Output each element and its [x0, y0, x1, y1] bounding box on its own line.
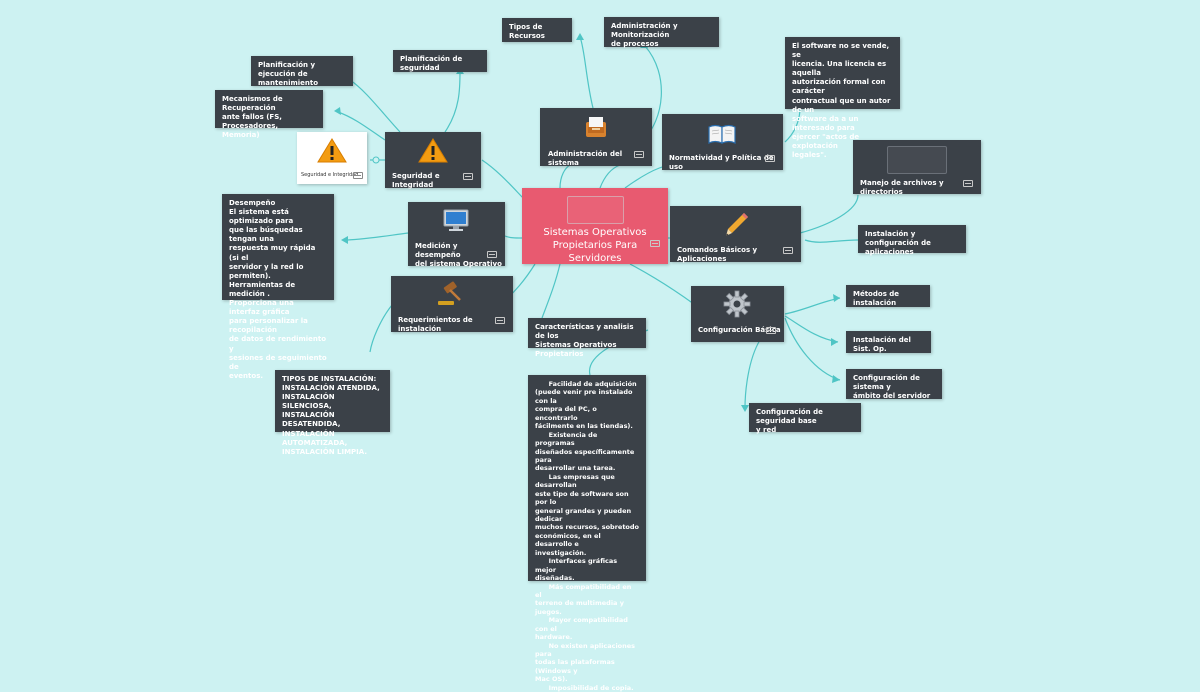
note-icon[interactable]	[783, 247, 793, 254]
node-requerimientos-text: Requerimientos de instalación	[398, 316, 476, 334]
note-icon[interactable]	[495, 317, 505, 324]
node-tipos-instalacion[interactable]: TIPOS DE INSTALACIÓN: INSTALACIÓN ATENDI…	[275, 370, 390, 456]
manejo-image-placeholder	[887, 146, 947, 174]
node-ventajas[interactable]: Facilidad de adquisición (puede venir pr…	[528, 375, 646, 692]
link-center-admin2	[559, 164, 571, 189]
link-medicion-desempeno	[344, 232, 409, 241]
node-licencia[interactable]: El software no se vende, se licencia. Un…	[785, 37, 900, 159]
gavel-icon	[438, 281, 461, 305]
link-center-medicion	[504, 235, 523, 239]
node-metodos-text: Métodos de instalación	[853, 290, 902, 308]
inbox-tray-icon	[586, 117, 606, 137]
node-planif-mant-text: Planificación y ejecución de mantenimien…	[258, 61, 319, 88]
note-icon[interactable]	[353, 172, 363, 179]
note-icon[interactable]	[650, 240, 660, 247]
note-icon[interactable]	[963, 180, 973, 187]
node-desempeno[interactable]: Desempeño El sistema está optimizado par…	[222, 194, 334, 380]
node-comandos[interactable]: Comandos Básicos y Aplicaciones	[670, 206, 801, 264]
pencil-icon	[726, 213, 748, 236]
node-config-seguridad-text: Configuración de seguridad base y red	[756, 408, 823, 435]
node-normatividad[interactable]: Normatividad y Política de uso	[662, 114, 783, 171]
node-desempeno-text: Desempeño El sistema está optimizado par…	[229, 199, 327, 380]
link-req-tipos	[369, 304, 393, 353]
link-config-seguridad	[744, 339, 761, 409]
node-tipos-recursos-text: Tipos de Recursos	[509, 23, 545, 41]
note-icon[interactable]	[765, 155, 775, 162]
warning-icon	[317, 138, 347, 163]
link-config-configsist	[784, 317, 841, 381]
node-seguridad[interactable]: Seguridad e Integridad	[385, 132, 481, 190]
node-admin-sistema-text: Administración del sistema	[548, 150, 625, 168]
node-metodos[interactable]: Métodos de instalación	[846, 285, 930, 307]
node-planif-seguridad[interactable]: Planificación de seguridad	[393, 50, 487, 72]
node-tipos-recursos[interactable]: Tipos de Recursos	[502, 18, 572, 42]
node-caracteristicas[interactable]: Características y analisis de los Sistem…	[528, 318, 646, 358]
note-icon[interactable]	[766, 327, 776, 334]
link-comandos-manejo	[799, 194, 859, 234]
node-mecanismos[interactable]: Mecanismos de Recuperación ante fallos (…	[215, 90, 323, 139]
monitor-icon	[443, 209, 469, 231]
link-center-seguridad	[481, 159, 526, 201]
node-mecanismos-text: Mecanismos de Recuperación ante fallos (…	[222, 95, 283, 140]
warning-icon	[418, 138, 448, 163]
link-seguridad-mant	[349, 79, 401, 133]
node-licencia-text: El software no se vende, se licencia. Un…	[792, 42, 891, 160]
link-config-metodos	[784, 297, 841, 315]
node-config-seguridad[interactable]: Configuración de seguridad base y red	[749, 403, 861, 435]
link-center-admin	[599, 164, 621, 189]
node-planif-mant[interactable]: Planificación y ejecución de mantenimien…	[251, 56, 353, 88]
link-seguridad-planif	[444, 71, 461, 133]
node-manejo-archivos-text: Manejo de archivos y directorios	[860, 179, 946, 197]
node-planif-seguridad-text: Planificación de seguridad	[400, 55, 465, 73]
link-seguridad-mecanismos	[337, 111, 386, 141]
open-book-icon	[708, 124, 736, 144]
node-instalacion-sist[interactable]: Instalación del Sist. Op.	[846, 331, 931, 353]
node-caracteristicas-text: Características y analisis de los Sistem…	[535, 323, 634, 359]
node-admin-sistema[interactable]: Administración del sistema	[540, 108, 652, 168]
node-instalacion-config[interactable]: Instalación y configuración de aplicacio…	[858, 225, 966, 256]
node-manejo-archivos[interactable]: Manejo de archivos y directorios	[853, 140, 981, 197]
node-seguridad-text: Seguridad e Integridad	[392, 172, 443, 190]
node-medicion-text: Medición y desempeño del sistema Operati…	[415, 242, 502, 269]
link-normatividad-licencia	[784, 107, 801, 143]
node-config-basica-text: Configuración Básica	[698, 326, 781, 334]
link-center-caracteristicas	[541, 263, 561, 319]
node-seguridad-card-text: Seguridad e Integridad	[301, 172, 359, 178]
note-icon[interactable]	[634, 151, 644, 158]
node-admin-monitor[interactable]: Administración y Monitorización de proce…	[604, 17, 719, 49]
note-icon[interactable]	[487, 251, 497, 258]
center-topic[interactable]: Sistemas Operativos Propietarios Para Se…	[522, 188, 668, 264]
node-admin-monitor-text: Administración y Monitorización de proce…	[611, 22, 678, 49]
link-admin-tipos	[579, 36, 594, 109]
center-image-placeholder	[567, 196, 624, 224]
node-seguridad-card[interactable]: Seguridad e Integridad	[297, 132, 367, 184]
node-config-sistema[interactable]: Configuración de sistema y ámbito del se…	[846, 369, 942, 401]
node-requerimientos[interactable]: Requerimientos de instalación	[391, 276, 513, 334]
node-instalacion-config-text: Instalación y configuración de aplicacio…	[865, 230, 931, 257]
node-config-sistema-text: Configuración de sistema y ámbito del se…	[853, 374, 931, 401]
gear-icon	[723, 290, 751, 318]
link-config-instsist	[784, 315, 839, 343]
note-icon[interactable]	[463, 173, 473, 180]
link-comandos-instalacion	[804, 239, 859, 243]
node-comandos-text: Comandos Básicos y Aplicaciones	[677, 246, 760, 264]
node-instalacion-sist-text: Instalación del Sist. Op.	[853, 336, 914, 354]
node-medicion[interactable]: Medición y desempeño del sistema Operati…	[408, 202, 505, 269]
center-title: Sistemas Operativos Propietarios Para Se…	[543, 227, 647, 264]
node-config-basica[interactable]: Configuración Básica	[691, 286, 784, 342]
node-tipos-instalacion-text: TIPOS DE INSTALACIÓN: INSTALACIÓN ATENDI…	[282, 375, 380, 456]
connection-lines	[334, 33, 859, 412]
node-ventajas-text: Facilidad de adquisición (puede venir pr…	[535, 380, 640, 692]
